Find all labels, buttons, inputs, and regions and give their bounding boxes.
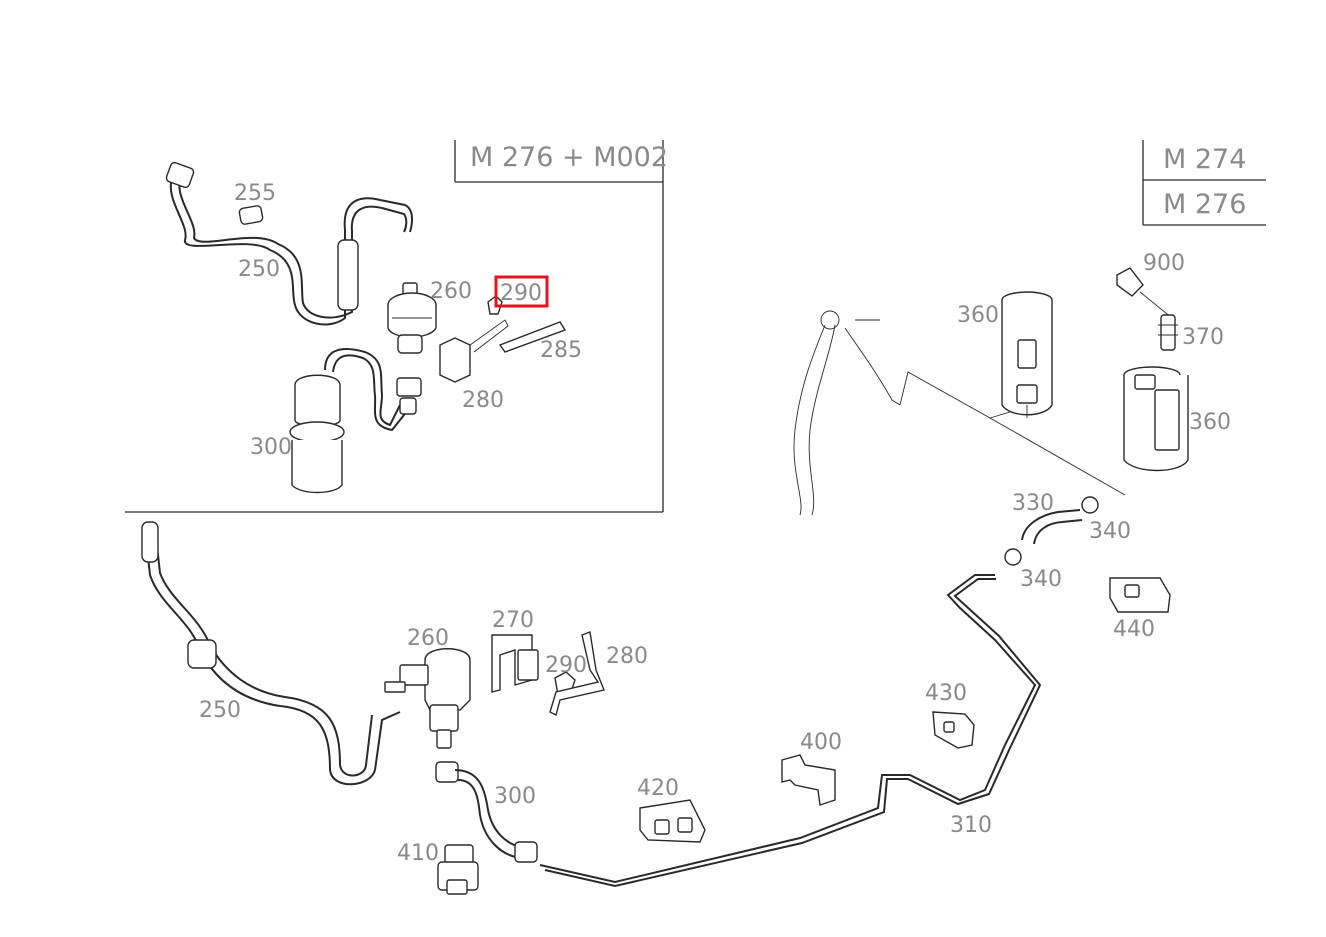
label-main-360-b[interactable]: 360: [1189, 410, 1231, 435]
inset-part-280-bracket[interactable]: [439, 319, 509, 383]
main-part-900[interactable]: [1116, 267, 1144, 297]
main-part-420[interactable]: [639, 799, 706, 843]
main-part-410[interactable]: [437, 844, 479, 895]
main-part-330-elbow[interactable]: [1021, 509, 1083, 545]
label-main-900[interactable]: 900: [1143, 251, 1185, 276]
label-main-300[interactable]: 300: [494, 784, 536, 809]
label-main-420[interactable]: 420: [637, 776, 679, 801]
main-part-270-bracket[interactable]: [491, 634, 539, 693]
label-main-440[interactable]: 440: [1113, 617, 1155, 642]
inset-part-250-hose[interactable]: [165, 161, 413, 326]
main-part-370[interactable]: [1158, 314, 1178, 351]
label-inset-290[interactable]: 290: [500, 281, 542, 306]
main-part-340-ring-b[interactable]: [1004, 548, 1022, 566]
main-part-440[interactable]: [1109, 577, 1171, 613]
highlight-box-290: [494, 275, 549, 308]
leader-lines: [899, 291, 1173, 496]
main-part-400[interactable]: [781, 754, 836, 806]
label-main-280[interactable]: 280: [606, 644, 648, 669]
label-main-370[interactable]: 370: [1182, 325, 1224, 350]
label-main-430[interactable]: 430: [925, 681, 967, 706]
main-part-430[interactable]: [932, 711, 975, 749]
inset-part-260-valve[interactable]: [387, 282, 437, 354]
main-part-310-line[interactable]: [539, 574, 1042, 888]
engine-label-m276: M 276: [1163, 189, 1246, 220]
label-inset-280[interactable]: 280: [462, 388, 504, 413]
main-part-360-canister-a[interactable]: [1001, 291, 1053, 418]
engine-label-inset: M 276 + M002: [470, 142, 668, 173]
inset-frame: [125, 140, 664, 513]
main-part-250-hose[interactable]: [141, 521, 401, 786]
label-main-400[interactable]: 400: [800, 730, 842, 755]
label-main-340-a[interactable]: 340: [1089, 519, 1131, 544]
label-main-410[interactable]: 410: [397, 841, 439, 866]
inset-part-300-canister[interactable]: [289, 348, 422, 494]
label-inset-250[interactable]: 250: [238, 257, 280, 282]
main-wiring-harness[interactable]: [793, 310, 901, 516]
label-main-310[interactable]: 310: [950, 813, 992, 838]
label-inset-285[interactable]: 285: [540, 338, 582, 363]
label-inset-260[interactable]: 260: [430, 279, 472, 304]
label-main-330[interactable]: 330: [1012, 491, 1054, 516]
engine-table: [1142, 140, 1266, 226]
label-main-360-a[interactable]: 360: [957, 303, 999, 328]
main-part-260-valve[interactable]: [384, 648, 471, 749]
label-main-260[interactable]: 260: [407, 626, 449, 651]
label-main-270[interactable]: 270: [492, 608, 534, 633]
inset-part-255[interactable]: [238, 205, 264, 225]
main-part-280-bracket[interactable]: [549, 631, 605, 717]
main-part-360-canister-b[interactable]: [1123, 366, 1189, 472]
label-main-290[interactable]: 290: [545, 653, 587, 678]
label-main-340-b[interactable]: 340: [1020, 567, 1062, 592]
label-main-250[interactable]: 250: [199, 698, 241, 723]
label-inset-255[interactable]: 255: [234, 181, 276, 206]
main-part-340-ring-a[interactable]: [1081, 496, 1099, 514]
main-part-300-hose[interactable]: [435, 761, 538, 863]
label-inset-300[interactable]: 300: [250, 435, 292, 460]
inset-part-285-strip[interactable]: [498, 321, 567, 353]
engine-label-m274: M 274: [1163, 144, 1246, 175]
